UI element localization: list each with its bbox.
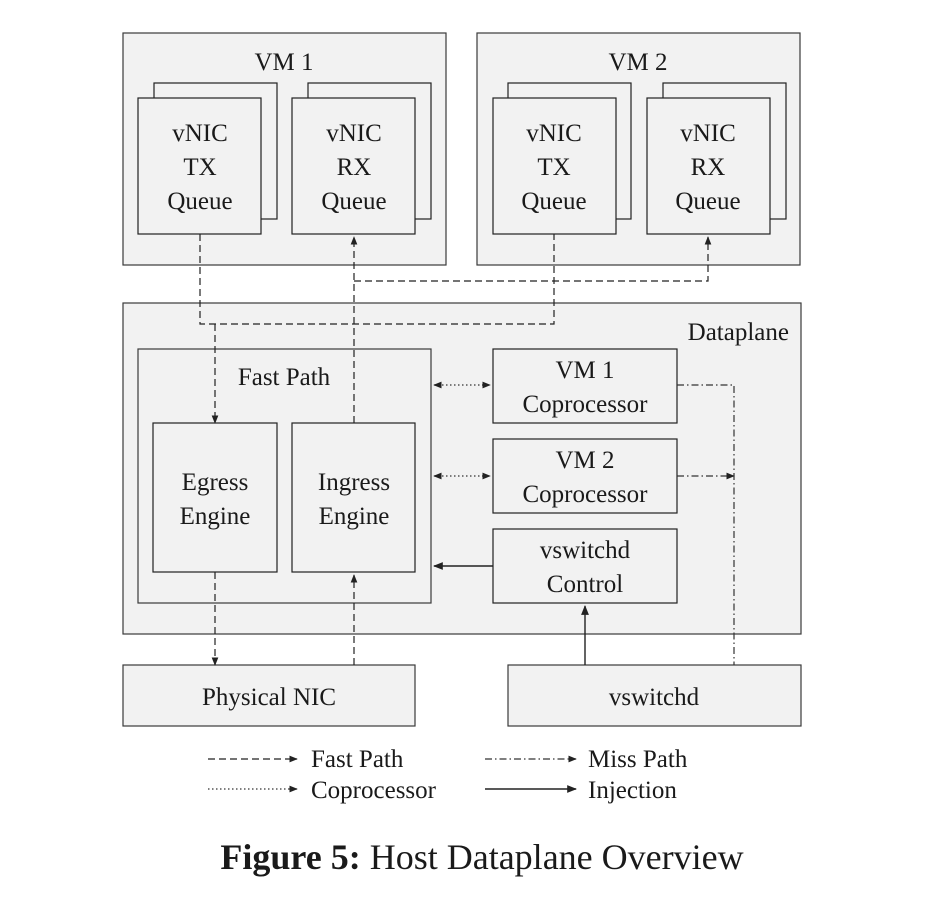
vm2-tx-queue: [492, 97, 617, 235]
egress-engine-line2: Engine: [180, 503, 251, 530]
vm1-coprocessor-line2: Coprocessor: [523, 391, 649, 418]
ingress-engine: [291, 422, 416, 573]
figure-caption: Figure 5: Host Dataplane Overview: [220, 837, 743, 877]
vm2-coprocessor-line1: VM 2: [555, 447, 614, 474]
physical-nic-label: Physical NIC: [202, 684, 336, 711]
vswitchd-box: [507, 664, 802, 727]
vm1-tx-queue-line1: vNIC: [172, 120, 228, 147]
vswitchd-label: vswitchd: [609, 684, 700, 711]
vm1-rx-queue: [291, 97, 416, 235]
vm2-coprocessor: [492, 438, 678, 514]
legend-injection-label: Injection: [588, 777, 677, 804]
egress-engine-line1: Egress: [182, 469, 249, 496]
physical-nic-box: [122, 664, 416, 727]
vm1-coprocessor-line1: VM 1: [555, 357, 614, 384]
vm1-rx-queue-line1: vNIC: [326, 120, 382, 147]
fast-path-egress-arrow: [199, 234, 555, 423]
egress-engine: [152, 422, 278, 573]
vm2-rx-queue-line2: RX: [691, 154, 726, 181]
legend: Fast Path Coprocessor Miss Path Injectio…: [208, 746, 688, 804]
vm1-rx-queue-line3: Queue: [321, 188, 386, 215]
vm1-tx-queue: [137, 97, 262, 235]
vm2-tx-queue-line1: vNIC: [526, 120, 582, 147]
vm1-tx-queue-line3: Queue: [167, 188, 232, 215]
vm2-tx-queue-line2: TX: [537, 154, 570, 181]
caption-text: Host Dataplane Overview: [370, 837, 744, 877]
vswitchd-control-line2: Control: [547, 571, 623, 598]
legend-miss-path-label: Miss Path: [588, 746, 688, 773]
vm1-box: VM 1 vNIC TX Queue vNIC RX Queue: [122, 32, 447, 266]
vm1-title: VM 1: [254, 49, 313, 76]
vm1-tx-queue-line2: TX: [183, 154, 216, 181]
legend-fast-path-label: Fast Path: [311, 746, 404, 773]
vm2-rx-queue: [646, 97, 771, 235]
ingress-engine-line2: Engine: [319, 503, 390, 530]
vm2-rx-queue-line3: Queue: [675, 188, 740, 215]
dataplane-title: Dataplane: [688, 319, 789, 346]
legend-coprocessor-label: Coprocessor: [311, 777, 437, 804]
caption-label: Figure 5:: [220, 837, 360, 877]
vm2-rx-queue-line1: vNIC: [680, 120, 736, 147]
miss-path-arrow: [677, 384, 734, 665]
vm2-title: VM 2: [608, 49, 667, 76]
fast-path-vm2-rx-arrow: [354, 236, 712, 282]
vswitchd-control-line1: vswitchd: [540, 537, 631, 564]
fast-path-title: Fast Path: [238, 364, 331, 391]
vm1-coprocessor: [492, 348, 678, 424]
dataplane-box: Dataplane Fast Path Egress Engine Ingres…: [122, 302, 802, 635]
vm2-box: VM 2 vNIC TX Queue vNIC RX Queue: [476, 32, 801, 266]
vm1-rx-queue-line2: RX: [337, 154, 372, 181]
vswitchd-control: [492, 528, 678, 604]
vm2-tx-queue-line3: Queue: [521, 188, 586, 215]
vm2-coprocessor-line2: Coprocessor: [523, 481, 649, 508]
ingress-engine-line1: Ingress: [318, 469, 390, 496]
